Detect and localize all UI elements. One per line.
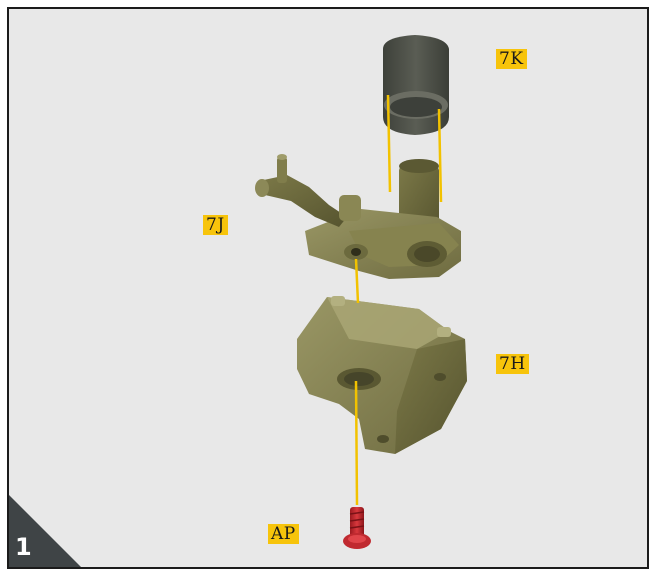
label-7h: 7H [496,354,529,374]
part-7j [255,154,461,279]
label-7k: 7K [496,49,527,69]
step-number: 1 [15,533,32,561]
assembly-diagram [9,9,649,569]
label-7j: 7J [203,215,228,235]
part-7h [297,296,467,454]
guide-line-7h-ap [356,381,357,505]
part-ap-screw [343,507,371,549]
label-ap: AP [268,524,299,544]
instruction-panel: 7K 7J 7H AP 1 [7,7,649,569]
